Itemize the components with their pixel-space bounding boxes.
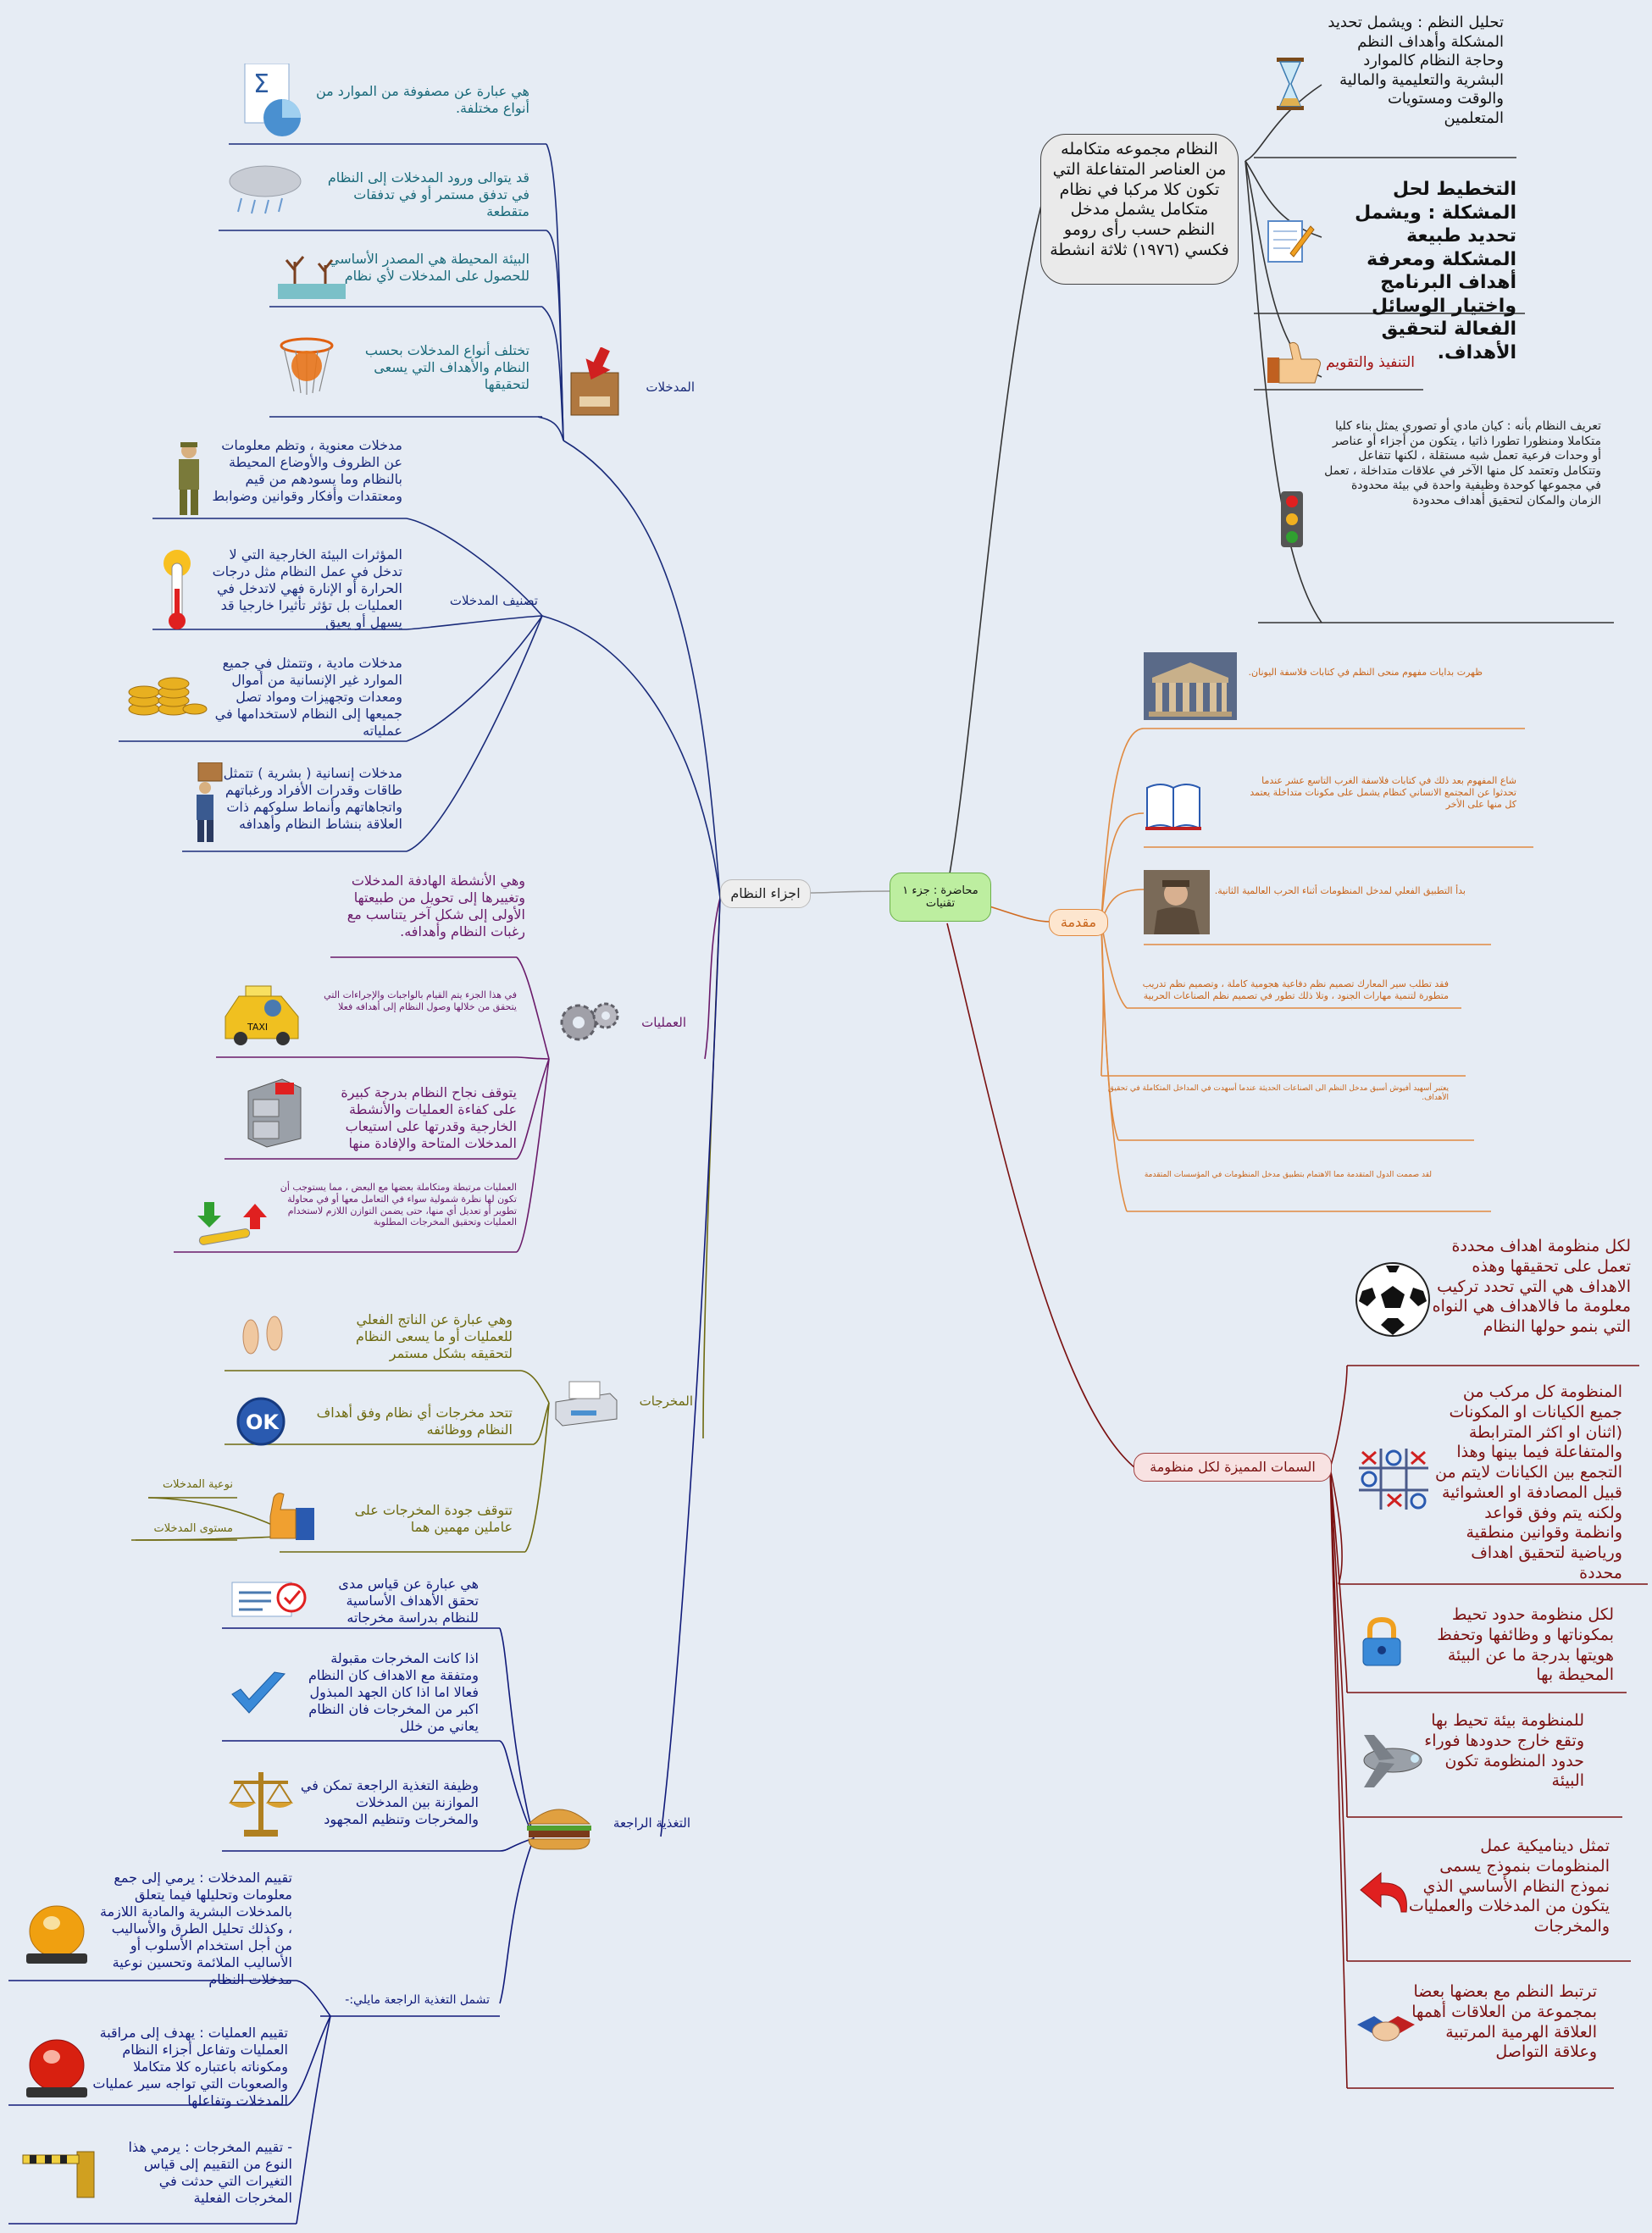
traits-item-2: المنظومة كل مركب من جميع الكيانات او الم… bbox=[1435, 1382, 1622, 1582]
worker-carrying-box-icon bbox=[186, 762, 225, 847]
classification-item-3: مدخلات مادية ، وتتمثل في جميع الموارد غي… bbox=[214, 655, 402, 739]
open-book-icon bbox=[1144, 779, 1203, 835]
system-analysis-text: تحليل النظم : ويشمل تحديد المشكلة وأهداف… bbox=[1328, 14, 1504, 127]
system-definition-text: النظام مجموعه متكامله من العناصر المتفاع… bbox=[1050, 140, 1229, 259]
center-topic-label: محاضرة : جزء ١ تقنيات bbox=[902, 884, 978, 910]
thermometer-sun-icon bbox=[157, 546, 199, 634]
svg-text:OK: OK bbox=[246, 1410, 280, 1434]
feedback-item-3: وظيفة التغذية الراجعة تمكن في الموازنة ب… bbox=[300, 1777, 479, 1827]
intro-item-5: يعتبر أسهيد أفيوش أسبق مدخل النظم الى ال… bbox=[1107, 1084, 1449, 1103]
arrows-exchange-icon bbox=[191, 1199, 267, 1253]
footprints-icon bbox=[237, 1311, 288, 1361]
outputs-item-3: تتوقف جودة المخرجات على عاملين مهمين هما bbox=[354, 1502, 513, 1535]
taxi-icon: TAXI bbox=[222, 983, 302, 1050]
branch-intro-label: مقدمة bbox=[1060, 914, 1097, 930]
outputs-quality-1: نوعية المدخلات bbox=[162, 1478, 233, 1491]
undo-arrow-icon bbox=[1355, 1868, 1413, 1922]
hourglass-icon bbox=[1275, 58, 1306, 114]
classification-item-4: مدخلات إنسانية ( بشرية ) تتمثل في طاقات … bbox=[201, 765, 402, 832]
classification-node[interactable]: تصنيف المدخلات bbox=[449, 593, 538, 608]
gold-coins-icon bbox=[127, 665, 208, 724]
traits-item-1: لكل منظومة اهداف محددة تعمل على تحقيقها … bbox=[1432, 1237, 1631, 1336]
classification-item-2: المؤثرات البيئة الخارجية التي لا تدخل في… bbox=[212, 546, 402, 630]
inputs-item-3: البيئة المحيطة هي المصدر الأساسي للحصول … bbox=[328, 251, 529, 284]
intro-item-6: لقد صممت الدول المتقدمة مما الاهتمام بتط… bbox=[1144, 1171, 1432, 1179]
svg-text:Σ: Σ bbox=[253, 69, 269, 99]
branch-parts[interactable]: اجزاء النظام bbox=[720, 879, 811, 908]
handshake-icon bbox=[1355, 2008, 1416, 2053]
gears-icon bbox=[555, 995, 623, 1050]
barrier-gate-icon bbox=[21, 2135, 99, 2202]
import-box-icon bbox=[566, 346, 625, 427]
operations-node[interactable]: العمليات bbox=[641, 1015, 686, 1030]
outputs-quality-2: مستوى المدخلات bbox=[153, 1522, 233, 1535]
intro-item-2: شاع المفهوم بعد ذلك في كتابات فلاسفة الغ… bbox=[1250, 775, 1516, 810]
feedback-item-2: اذا كانت المخرجات مقبولة ومتفقة مع الاهد… bbox=[308, 1650, 479, 1734]
checkmark-icon bbox=[229, 1669, 288, 1721]
printer-icon bbox=[551, 1377, 620, 1431]
operations-item-3: يتوقف نجاح النظام بدرجة كبيرة على كفاءة … bbox=[341, 1084, 517, 1151]
basketball-hoop-icon bbox=[275, 332, 339, 407]
inputs-item-4: تختلف أنواع المدخلات بحسب النظام والأهدا… bbox=[364, 342, 529, 392]
ok-button-icon: OK bbox=[236, 1396, 286, 1450]
outputs-node[interactable]: المخرجات bbox=[639, 1394, 693, 1409]
feedback-includes-node[interactable]: تشمل التغذية الراجعة مايلي:- bbox=[345, 1993, 490, 2007]
outputs-item-2: تتحد مخرجات أي نظام وفق أهداف النظام ووظ… bbox=[316, 1405, 513, 1438]
traffic-light-icon bbox=[1279, 491, 1305, 551]
tic-tac-toe-icon bbox=[1355, 1445, 1432, 1516]
thumbs-up-icon bbox=[1264, 339, 1323, 391]
system-execution-text: التنفيذ والتقويم bbox=[1326, 354, 1415, 371]
feedback-node[interactable]: التغذية الراجعة bbox=[613, 1815, 690, 1831]
rain-cloud-icon bbox=[225, 161, 305, 224]
traits-item-4: للمنظومة بيئة تحيط بها وتقع خارج حدودها … bbox=[1424, 1711, 1584, 1791]
feedback-include-3: - تقييم المخرجات : يرمي هذا النوع من الت… bbox=[128, 2139, 292, 2206]
winter-trees-icon bbox=[278, 250, 346, 302]
burger-icon bbox=[524, 1800, 596, 1856]
sigma-chart-icon: Σ bbox=[241, 63, 309, 143]
feedback-include-1: تقييم المدخلات : يرمي إلى جمع معلومات وت… bbox=[100, 1870, 292, 1987]
operations-item-4: العمليات مرتبطة ومتكاملة بعضها مع البعض … bbox=[280, 1182, 517, 1228]
intro-item-4: فقد تطلب سير المعارك تصميم نظم دفاعية هج… bbox=[1142, 978, 1449, 1001]
branch-parts-label: اجزاء النظام bbox=[730, 885, 801, 901]
soccer-ball-icon bbox=[1354, 1261, 1432, 1342]
intro-item-1: ظهرت بدايات مفهوم منحى النظم في كتابات ف… bbox=[1248, 667, 1483, 678]
parthenon-icon bbox=[1144, 652, 1237, 723]
scales-icon bbox=[227, 1764, 295, 1843]
intro-item-3: بدأ التطبيق الفعلي لمدخل المنظومات أثناء… bbox=[1214, 885, 1466, 896]
center-topic[interactable]: محاضرة : جزء ١ تقنيات bbox=[890, 873, 991, 922]
checklist-icon bbox=[229, 1577, 309, 1627]
filing-cabinet-icon bbox=[241, 1076, 305, 1151]
orange-beacon-icon bbox=[21, 1898, 93, 1969]
outputs-item-1: وهي عبارة عن الناتج الفعلي للعمليات أو م… bbox=[356, 1311, 513, 1361]
system-planning-text: التخطيط لحل المشكلة : ويشمل تحديد طبيعة … bbox=[1355, 179, 1516, 363]
inputs-item-1: هي عبارة عن مصفوفة من الموارد من أنواع م… bbox=[315, 83, 529, 116]
svg-text:TAXI: TAXI bbox=[247, 1022, 268, 1033]
operations-item-2: في هذا الجزء يتم القيام بالواجبات والإجر… bbox=[324, 989, 517, 1012]
system-definition2-text: تعريف النظام بأنه : كيان مادي أو تصوري ي… bbox=[1324, 419, 1601, 507]
branch-traits[interactable]: السمات المميزة لكل منظومة bbox=[1134, 1453, 1332, 1482]
branch-intro[interactable]: مقدمة bbox=[1049, 909, 1108, 936]
traits-item-6: ترتبط النظم مع بعضها بعضا بمجموعة من الع… bbox=[1411, 1982, 1597, 2062]
soldier-icon bbox=[171, 441, 207, 522]
airplane-icon bbox=[1355, 1726, 1430, 1799]
traits-item-5: تمثل ديناميكية عمل المنظومات بنموذج يسمى… bbox=[1408, 1837, 1610, 1936]
soldier-portrait-icon bbox=[1144, 870, 1210, 938]
feedback-item-1: هي عبارة عن قياس مدى تحقق الأهداف الأساس… bbox=[338, 1576, 479, 1626]
system-definition-node[interactable]: النظام مجموعه متكامله من العناصر المتفاع… bbox=[1040, 134, 1239, 285]
inputs-item-2: قد يتوالى ورود المدخلات إلى النظام في تد… bbox=[327, 169, 529, 219]
notepad-pen-icon bbox=[1265, 214, 1316, 269]
inputs-node[interactable]: المدخلات bbox=[646, 380, 695, 395]
traits-item-3: لكل منظومة حدود تحيط بمكوناتها و وظائفها… bbox=[1437, 1605, 1614, 1685]
red-beacon-icon bbox=[21, 2031, 93, 2103]
padlock-icon bbox=[1360, 1616, 1404, 1672]
classification-item-1: مدخلات معنوية ، وتظم معلومات عن الظروف و… bbox=[212, 437, 402, 504]
hand-thumb-icon bbox=[267, 1491, 318, 1545]
branch-traits-label: السمات المميزة لكل منظومة bbox=[1150, 1459, 1316, 1475]
operations-item-1: وهي الأنشطة الهادفة المدخلات وتغييرها إل… bbox=[346, 873, 525, 939]
feedback-include-2: تقييم العمليات : يهدف إلى مراقبة العمليا… bbox=[92, 2025, 288, 2108]
